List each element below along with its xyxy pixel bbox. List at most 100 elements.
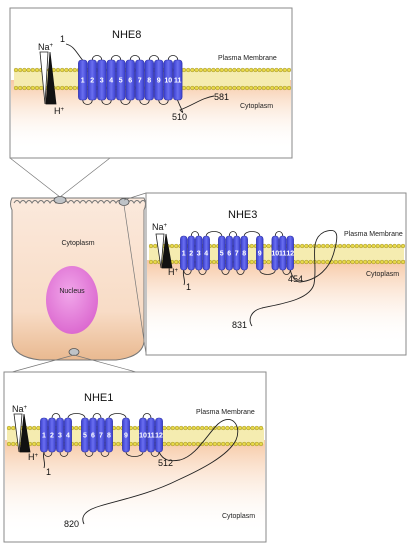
nhe1-lipid-head bbox=[254, 441, 259, 447]
nhe8-lipid-head bbox=[26, 67, 31, 73]
nhe8-lipid-head bbox=[215, 67, 220, 73]
nhe3-lipid-head bbox=[363, 259, 368, 265]
nhe3-ion-h: H+ bbox=[168, 267, 179, 277]
nhe8-helix-10 bbox=[163, 59, 173, 101]
nhe1-lipid-head bbox=[212, 441, 217, 447]
nhe3-loop bbox=[274, 231, 284, 237]
nhe8-lipid-head bbox=[223, 67, 229, 73]
nhe8-title: NHE8 bbox=[112, 29, 141, 41]
nhe3-lipid-head bbox=[333, 259, 338, 265]
nhe1-lipid-head bbox=[174, 441, 180, 447]
nhe1-lipid-head bbox=[187, 441, 192, 447]
nhe8-lipid-head bbox=[64, 85, 69, 91]
nhe3-na-gradient bbox=[155, 233, 165, 269]
nhe3-helix-5 bbox=[218, 235, 226, 271]
nhe1-lipid-head bbox=[242, 441, 247, 447]
nhe8-helix-label: 11 bbox=[174, 78, 182, 85]
nhe1-lipid-head bbox=[200, 425, 205, 431]
nhe3-lipid-head bbox=[371, 243, 376, 249]
nhe1-helix-label: 3 bbox=[58, 433, 62, 440]
nhe1-helix-8 bbox=[105, 417, 113, 453]
nhe3-n-term: 1 bbox=[186, 282, 191, 292]
nhe8-lipid-head bbox=[244, 67, 250, 73]
nhe1-lipid-head bbox=[246, 441, 251, 447]
nhe3-lipid-head bbox=[211, 243, 217, 249]
nhe8-lipid-head bbox=[60, 67, 65, 73]
nhe8-lipid-head bbox=[236, 67, 241, 73]
nucleus-label: Nucleus bbox=[59, 288, 85, 295]
nhe3-cell-marker bbox=[118, 198, 130, 206]
nhe3-lipid-head bbox=[358, 243, 364, 249]
nhe1-lipid-head bbox=[170, 441, 175, 447]
nhe1-helix-label: 11 bbox=[147, 433, 155, 440]
nhe8-lipid-head bbox=[202, 67, 208, 73]
nhe3-mid-label: 454 bbox=[288, 274, 303, 284]
nhe1-lipid-head bbox=[32, 425, 37, 431]
nhe1-loop bbox=[108, 413, 127, 419]
nhe1-loop bbox=[142, 413, 152, 419]
nhe3-lipid-head bbox=[300, 259, 305, 265]
nhe3-lipid-head bbox=[350, 259, 355, 265]
nhe8-helix-label: 10 bbox=[164, 78, 172, 85]
nhe8-lipid-head bbox=[194, 67, 199, 73]
nhe3-loop bbox=[259, 269, 276, 275]
nhe1-lipid-head bbox=[237, 441, 243, 447]
nhe8-helix-7 bbox=[135, 59, 145, 101]
nhe3-lipid-head bbox=[342, 243, 347, 249]
nhe1-helix-label: 2 bbox=[50, 433, 54, 440]
nhe8-helix-5 bbox=[116, 59, 126, 101]
nhe3-lipid-head bbox=[367, 243, 372, 249]
nhe8-lipid-head bbox=[72, 85, 77, 91]
nhe3-lipid-head bbox=[295, 259, 301, 265]
nhe8-lipid-head bbox=[202, 85, 208, 91]
nhe3-helix-label: 8 bbox=[242, 251, 246, 258]
nhe8-helix-3 bbox=[97, 59, 107, 101]
nhe3-lipid-head bbox=[153, 259, 158, 265]
nhe8-lipid-head bbox=[240, 85, 245, 91]
zoom-connectors bbox=[9, 157, 147, 373]
nhe8-lipid-head bbox=[249, 67, 254, 73]
nhe8-lipid-head bbox=[278, 67, 283, 73]
cell: Cytoplasm Nucleus bbox=[10, 196, 147, 361]
nhe1-lipid-head bbox=[208, 425, 213, 431]
nhe8-lipid-head bbox=[198, 67, 203, 73]
nhe8-lipid-head bbox=[198, 85, 203, 91]
nhe1-helix-label: 9 bbox=[124, 433, 128, 440]
nhe1-lipid-head bbox=[6, 441, 12, 447]
nhe8-ion-na: Na+ bbox=[38, 42, 54, 52]
nhe8-lipid-head bbox=[274, 67, 279, 73]
nhe8-n-term: 1 bbox=[60, 34, 65, 44]
nhe1-lipid-head bbox=[221, 441, 226, 447]
nhe3-helix-6 bbox=[225, 235, 233, 271]
nhe8-helix-8 bbox=[144, 59, 154, 101]
nhe8-lipid-head bbox=[236, 85, 241, 91]
nhe3-lipid-head bbox=[300, 243, 305, 249]
nhe8-lipid-head bbox=[219, 67, 224, 73]
nhe8-lipid-head bbox=[190, 85, 195, 91]
nhe8-lipid-head bbox=[18, 67, 23, 73]
nhe1-loop bbox=[67, 413, 86, 419]
nhe3-lipid-head bbox=[388, 243, 393, 249]
nhe3-lipid-head bbox=[363, 243, 368, 249]
nhe3-lipid-head bbox=[342, 259, 347, 265]
nhe8-lipid-head bbox=[207, 67, 212, 73]
nhe8-lipid-head bbox=[181, 85, 187, 91]
nucleus bbox=[46, 266, 98, 334]
nhe8-n-tail bbox=[65, 43, 83, 61]
nhe1-lipid-head bbox=[183, 441, 188, 447]
nhe3-lipid-head bbox=[266, 243, 271, 249]
nhe3-lipid-head bbox=[174, 259, 179, 265]
nhe1-panel: NHE1 Plasma Membrane Cytoplasm 1 512 820… bbox=[3, 371, 267, 543]
nhe8-lipid-head bbox=[257, 67, 262, 73]
nhe8-lipid-head bbox=[261, 85, 266, 91]
nhe1-helix-label: 8 bbox=[107, 433, 111, 440]
nhe1-loop bbox=[125, 451, 144, 457]
nhe1-n-tail bbox=[42, 451, 46, 469]
nhe1-helix-label: 5 bbox=[83, 433, 87, 440]
nhe8-lipid-head bbox=[72, 67, 77, 73]
nhe3-lipid-head bbox=[211, 259, 217, 265]
nhe1-lipid-head bbox=[229, 425, 234, 431]
nhe3-helix-label: 11 bbox=[279, 251, 287, 258]
nhe8-lipid-head bbox=[55, 85, 61, 91]
